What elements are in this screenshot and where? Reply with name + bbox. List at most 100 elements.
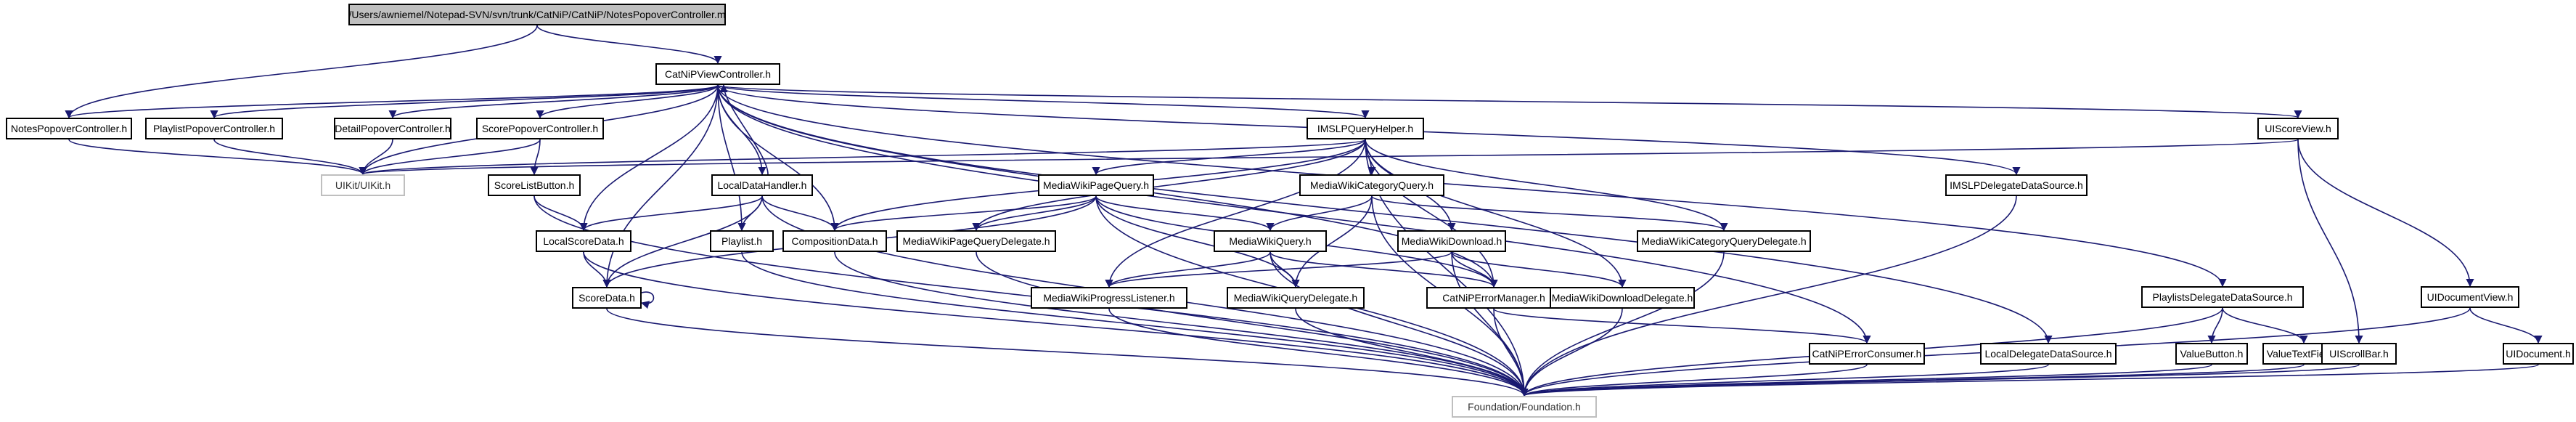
edge-mwq-to-mwpl bbox=[1105, 251, 1271, 288]
node-uidocview[interactable]: UIDocumentView.h bbox=[2421, 286, 2519, 308]
node-pdds[interactable]: PlaylistsDelegateDataSource.h bbox=[2141, 286, 2304, 308]
node-mwpqd[interactable]: MediaWikiPageQueryDelegate.h bbox=[896, 230, 1056, 252]
node-mwqd[interactable]: MediaWikiQueryDelegate.h bbox=[1227, 287, 1365, 309]
edge-uidoc-to-found bbox=[1521, 364, 2539, 397]
node-ldds[interactable]: LocalDelegateDataSource.h bbox=[1980, 343, 2117, 365]
edge-mwq-to-cem bbox=[1269, 251, 1498, 288]
edge-ldh-to-comp bbox=[761, 195, 839, 232]
edge-pdds-to-vb bbox=[2207, 307, 2223, 344]
edge-imslpq-to-mwcqd bbox=[1365, 139, 1728, 232]
edge-mwpqd-to-found bbox=[976, 251, 1529, 397]
edge-lsd-to-score bbox=[583, 251, 611, 288]
node-mwq[interactable]: MediaWikiQuery.h bbox=[1214, 230, 1327, 252]
node-imslpq[interactable]: IMSLPQueryHelper.h bbox=[1307, 118, 1424, 139]
edge-uiscore-to-uiscroll bbox=[2297, 139, 2363, 344]
edge-mwcqd-to-found bbox=[1520, 251, 1725, 397]
edge-mwq-to-found bbox=[1269, 251, 1529, 397]
node-lsd[interactable]: LocalScoreData.h bbox=[536, 230, 631, 252]
node-imslpd[interactable]: IMSLPDelegateDataSource.h bbox=[1945, 174, 2088, 196]
node-comp[interactable]: CompositionData.h bbox=[782, 230, 887, 252]
edge-mwdl-to-mwpl bbox=[1105, 251, 1452, 288]
edge-mwdd-to-found bbox=[1520, 308, 1623, 397]
node-playlist[interactable]: Playlist.h bbox=[710, 230, 774, 252]
node-score[interactable]: ScoreData.h bbox=[572, 287, 642, 309]
node-mwdd[interactable]: MediaWikiDownloadDelegate.h bbox=[1550, 287, 1695, 309]
edge-score-to-score bbox=[640, 291, 655, 309]
node-mwcqd[interactable]: MediaWikiCategoryQueryDelegate.h bbox=[1637, 230, 1811, 252]
edge-uiscore-to-uikit bbox=[359, 139, 2299, 176]
edge-imslpq-to-mwdd bbox=[1365, 139, 1627, 288]
node-dpc[interactable]: DetailPopoverController.h bbox=[334, 118, 451, 139]
node-mwdl[interactable]: MediaWikiDownload.h bbox=[1397, 230, 1506, 252]
edge-root-to-npc bbox=[65, 25, 538, 119]
edge-cvc-to-score bbox=[602, 84, 719, 288]
node-cvc[interactable]: CatNiPViewController.h bbox=[655, 63, 780, 85]
node-found[interactable]: Foundation/Foundation.h bbox=[1452, 396, 1597, 418]
node-cec[interactable]: CatNiPErrorConsumer.h bbox=[1809, 343, 1925, 365]
edge-mwpq-to-mwpqd bbox=[972, 195, 1097, 232]
edge-spc-to-slb bbox=[530, 139, 541, 176]
edge-npc-to-uikit bbox=[68, 139, 367, 176]
edge-imslpq-to-mwpq bbox=[1092, 139, 1366, 176]
edge-cvc-to-lsd bbox=[579, 84, 719, 232]
edge-imslpq-to-mwpl bbox=[1105, 139, 1366, 288]
edge-ldh-to-lsd bbox=[579, 195, 763, 232]
edge-mwcq-to-mwqd bbox=[1291, 195, 1373, 288]
edge-mwcq-to-mwcqd bbox=[1371, 195, 1728, 232]
edge-ldh-to-cvc bbox=[719, 84, 769, 175]
node-spc[interactable]: ScorePopoverController.h bbox=[476, 118, 604, 139]
edge-mwpq-to-mwq bbox=[1095, 195, 1275, 232]
edge-ldds-to-found bbox=[1520, 364, 2049, 397]
edge-mwdl-to-cem bbox=[1451, 251, 1498, 288]
edge-cvc-to-ppc bbox=[210, 84, 719, 119]
edge-mwpq-to-comp bbox=[830, 195, 1097, 232]
edge-root-to-cvc bbox=[536, 25, 722, 65]
edge-cvc-to-comp bbox=[717, 84, 839, 232]
edge-slb-to-lsd bbox=[533, 195, 588, 232]
node-root[interactable]: /Users/awniemel/Notepad-SVN/svn/trunk/Ca… bbox=[348, 4, 726, 25]
node-cem[interactable]: CatNiPErrorManager.h bbox=[1426, 287, 1561, 309]
edge-cvc-to-imslpq bbox=[717, 84, 1370, 119]
edge-ppc-to-uikit bbox=[213, 139, 367, 176]
edge-ldh-to-playlist bbox=[737, 195, 763, 232]
edge-score-to-found bbox=[606, 308, 1529, 397]
edge-mwdl-to-mwdd bbox=[1451, 251, 1627, 288]
node-uiscore[interactable]: UIScoreView.h bbox=[2257, 118, 2339, 139]
edge-uiscore-to-uidocview bbox=[2297, 139, 2474, 288]
node-mwpq[interactable]: MediaWikiPageQuery.h bbox=[1038, 174, 1154, 196]
edge-imslpq-to-cem bbox=[1365, 139, 1498, 288]
edge-mwpl-to-found bbox=[1108, 308, 1529, 397]
edge-pdds-to-vtf bbox=[2222, 307, 2308, 344]
node-npc[interactable]: NotesPopoverController.h bbox=[6, 118, 132, 139]
edge-cvc-to-spc bbox=[536, 84, 719, 119]
edge-cvc-to-pdds bbox=[717, 84, 2227, 288]
node-uiscroll[interactable]: UIScrollBar.h bbox=[2321, 343, 2397, 365]
edge-spc-to-uikit bbox=[359, 139, 541, 176]
node-ldh[interactable]: LocalDataHandler.h bbox=[711, 174, 813, 196]
node-ppc[interactable]: PlaylistPopoverController.h bbox=[145, 118, 283, 139]
edge-imslpq-to-uikit bbox=[359, 139, 1366, 176]
node-uidoc[interactable]: UIDocument.h bbox=[2503, 343, 2574, 365]
edge-cem-to-cec bbox=[1493, 308, 1871, 344]
edge-mwqd-to-found bbox=[1295, 308, 1529, 397]
edge-slb-to-found bbox=[533, 195, 1529, 397]
edge-vb-to-found bbox=[1520, 364, 2212, 397]
edge-mwcq-to-mwq bbox=[1266, 195, 1373, 232]
node-vb[interactable]: ValueButton.h bbox=[2175, 343, 2248, 365]
edge-lsd-to-found bbox=[583, 251, 1529, 397]
edge-cem-to-found bbox=[1493, 308, 1529, 397]
edge-cvc-to-npc bbox=[65, 84, 719, 119]
edge-cec-to-found bbox=[1520, 364, 1868, 397]
edge-uidocview-to-uidoc bbox=[2469, 307, 2543, 344]
edge-imslpd-to-found bbox=[1520, 195, 2017, 397]
node-mwcq[interactable]: MediaWikiCategoryQuery.h bbox=[1299, 174, 1444, 196]
node-mwpl[interactable]: MediaWikiProgressListener.h bbox=[1031, 287, 1187, 309]
edge-uiscroll-to-found bbox=[1521, 364, 2360, 397]
edge-imslpq-to-mwpqd bbox=[972, 139, 1366, 232]
edge-cvc-to-playlist bbox=[717, 84, 746, 232]
edge-cvc-to-uiscore bbox=[717, 84, 2302, 119]
node-slb[interactable]: ScoreListButton.h bbox=[488, 174, 581, 196]
edge-cvc-to-dpc bbox=[388, 84, 719, 119]
node-uikit[interactable]: UIKit/UIKit.h bbox=[321, 174, 405, 196]
